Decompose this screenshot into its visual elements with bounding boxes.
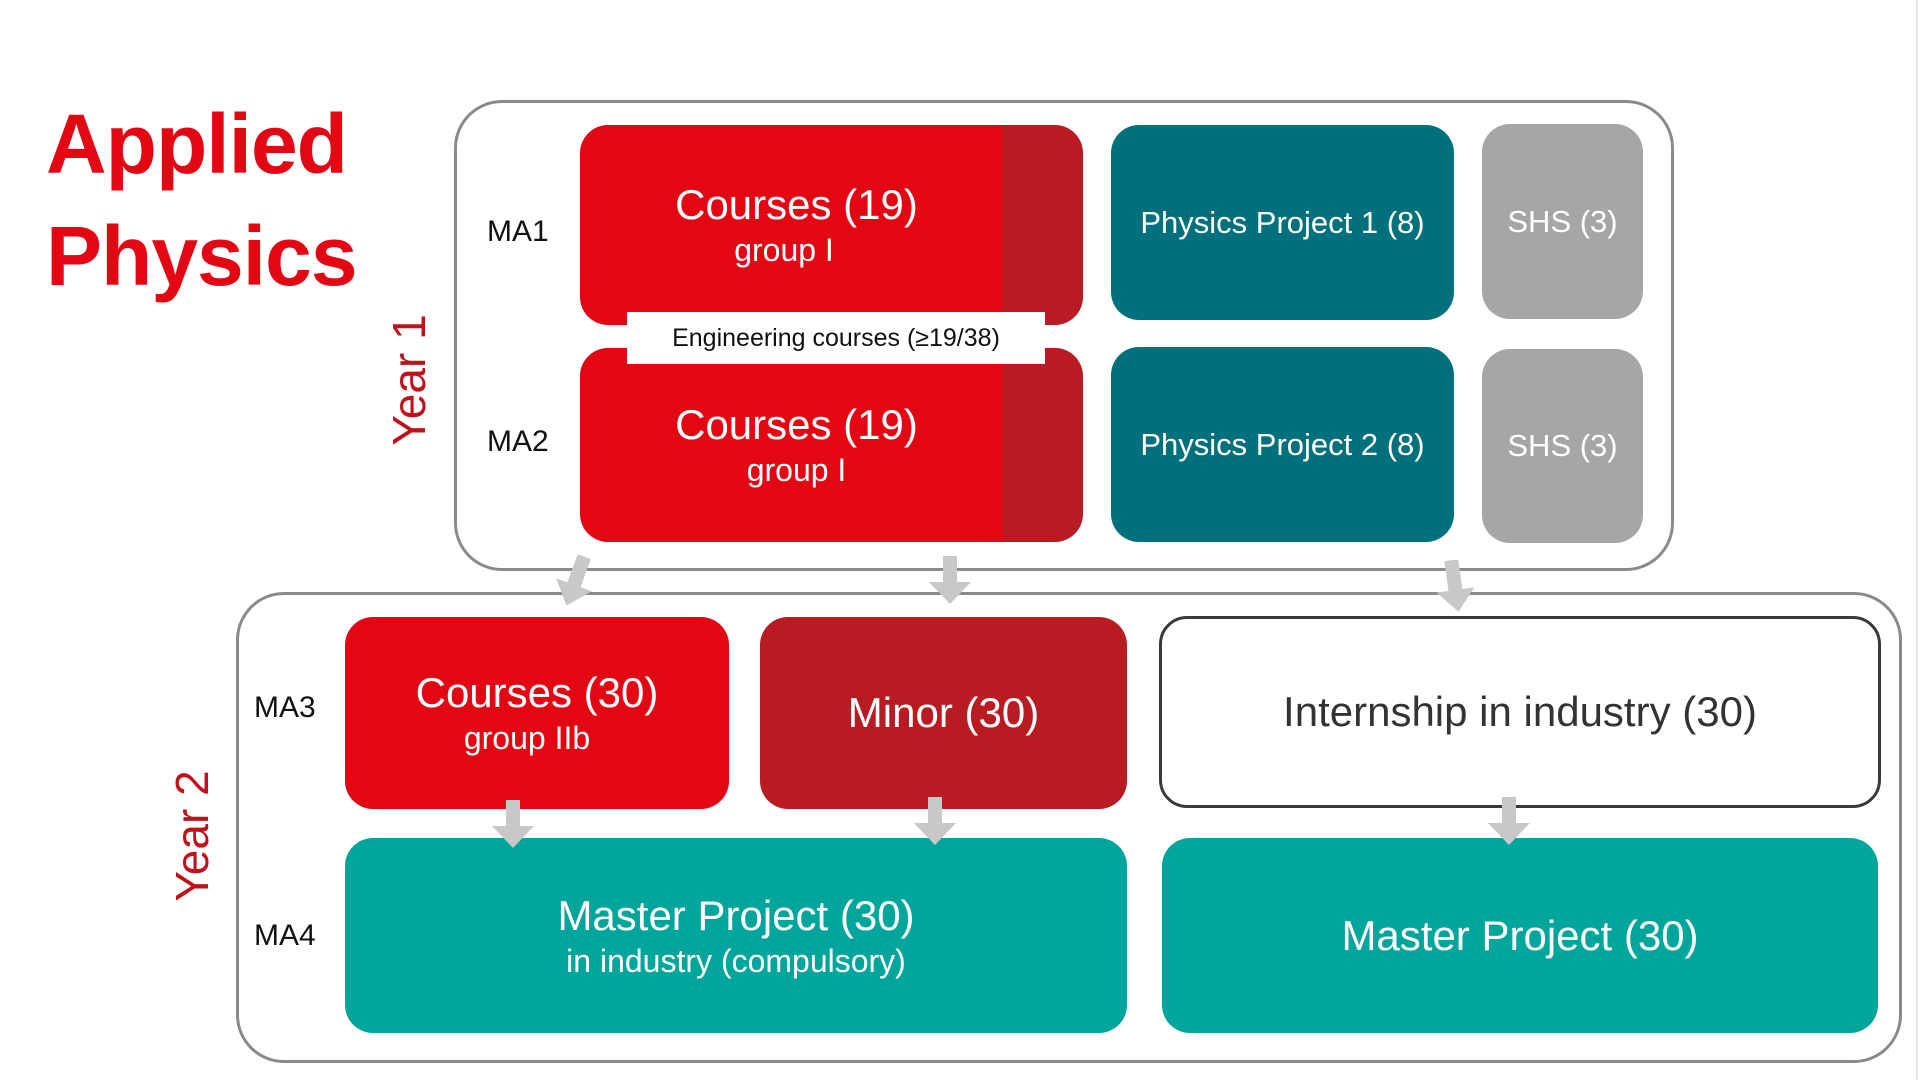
engineering-courses-note: Engineering courses (≥19/38) (627, 312, 1045, 364)
physics-project-2-block: Physics Project 2 (8) (1111, 347, 1454, 542)
arrow-down-right-icon (1436, 560, 1475, 612)
ma3-courses-subtitle: group IIb (463, 720, 591, 756)
shs-ma1-block: SHS (3) (1482, 124, 1643, 319)
ma2-courses-title: Courses (19) (675, 401, 918, 448)
arrow-down-left-icon (556, 555, 592, 606)
ma1-courses-block: Courses (19) group I (580, 125, 1083, 325)
arrow-internship-to-master-icon (1488, 797, 1530, 845)
internship-label: Internship in industry (30) (1283, 688, 1757, 735)
ma3-courses-title: Courses (30) (415, 669, 659, 716)
ma3-courses-block: Courses (30) group IIb (345, 617, 729, 809)
master-project-industry-subtitle: in industry (compulsory) (566, 942, 906, 979)
shs-ma2-label: SHS (3) (1507, 428, 1618, 463)
master-project-label: Master Project (30) (1341, 911, 1699, 959)
semester-label-ma1: MA1 (487, 215, 549, 248)
ma1-courses-subtitle: group I (734, 232, 834, 268)
title-line-2: Physics (46, 209, 358, 303)
arrow-courses-to-master-icon (492, 800, 534, 848)
master-project-industry-block: Master Project (30) in industry (compuls… (345, 838, 1127, 1033)
arrow-minor-to-master-icon (914, 797, 956, 845)
page-edge-line (1916, 0, 1918, 1080)
master-project-industry-title: Master Project (30) (557, 891, 915, 939)
master-project-block: Master Project (30) (1162, 838, 1878, 1033)
page-title: Applied Physics (46, 88, 358, 312)
shs-ma1-label: SHS (3) (1507, 203, 1618, 239)
semester-label-ma2: MA2 (487, 425, 549, 458)
year-1-label: Year 1 (383, 314, 435, 446)
ma1-courses-title: Courses (19) (675, 181, 918, 228)
physics-project-1-block: Physics Project 1 (8) (1111, 125, 1454, 320)
title-line-1: Applied (46, 97, 348, 191)
shs-ma2-block: SHS (3) (1482, 349, 1643, 543)
internship-block: Internship in industry (30) (1159, 616, 1881, 808)
physics-project-2-label: Physics Project 2 (8) (1140, 426, 1425, 462)
ma2-courses-block: Courses (19) group I (580, 348, 1083, 542)
minor-label: Minor (30) (847, 689, 1040, 736)
ma2-courses-subtitle: group I (746, 452, 847, 488)
semester-label-ma3: MA3 (254, 691, 316, 724)
minor-block: Minor (30) (760, 617, 1127, 809)
physics-project-1-label: Physics Project 1 (8) (1140, 204, 1425, 240)
semester-label-ma4: MA4 (254, 919, 316, 952)
arrow-down-center-icon (929, 556, 971, 604)
year-2-label: Year 2 (166, 770, 218, 902)
